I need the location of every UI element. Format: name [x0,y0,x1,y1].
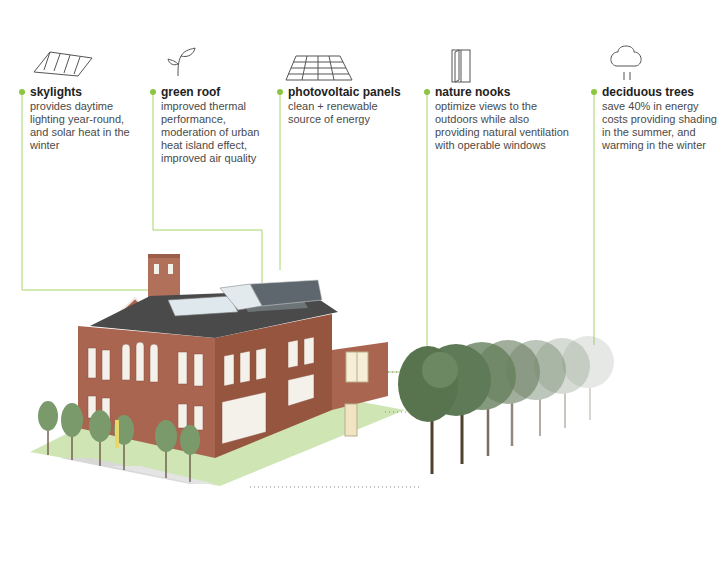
tree-row [398,346,458,422]
windows [240,351,250,383]
windows [178,404,187,428]
building [78,326,215,458]
front-trees [38,401,200,455]
leader-line [372,92,427,372]
windows [150,344,158,382]
tower [168,264,173,274]
callout-body: improved thermal performance, moderation… [161,100,269,165]
tree-row [422,352,458,388]
skylight-icon [64,55,70,73]
front-trees [61,403,83,437]
window-icon [455,50,459,82]
windows [222,392,266,444]
tree-icon [611,46,641,80]
callout-heading: green roof [161,85,220,99]
windows [88,337,314,444]
skylight-icon [34,52,92,76]
windows [288,340,298,368]
nature-nook [346,352,368,382]
callout-heading: deciduous trees [602,85,694,99]
tower [148,254,180,258]
callout-dot [150,89,156,95]
front-trees [71,436,72,460]
front-trees [155,420,177,452]
callout-dot [277,89,283,95]
lawn [60,458,215,484]
front-trees [38,401,58,431]
callout-heading: nature nooks [435,85,510,99]
windows [122,344,130,380]
tree-icon [611,46,641,80]
building [332,342,388,410]
windows [88,348,96,378]
windows [256,348,266,380]
callout-body: provides daytime lighting year-round, an… [30,100,130,152]
dotted-guide [250,487,420,488]
floating-pv-panel [250,280,322,306]
windows [102,350,110,380]
nature-nook [345,404,357,436]
front-trees [180,425,200,455]
tree-row [398,346,458,474]
skylight-icon [34,52,92,76]
front-trees [99,440,100,466]
pv-icon [286,56,352,80]
callout-dot [424,89,430,95]
windows [178,352,187,384]
skylight-icon [74,57,80,74]
windows [224,354,234,386]
skylight-icon [54,54,60,71]
window-icon [461,50,462,82]
pv-icon [302,56,307,80]
pv-icon [329,56,334,80]
pv-icon [286,56,352,80]
building [215,314,332,458]
front-trees [165,450,166,478]
leader-line [594,92,595,345]
skylight-icon [44,52,50,70]
front-trees [115,420,119,448]
building [168,296,238,316]
callout-body: optimize views to the outdoors while als… [435,100,575,152]
callout-dot [19,89,25,95]
plant-icon [168,59,178,65]
leader-line [280,92,281,270]
window-icon [452,50,470,82]
tree-row [398,336,614,474]
plant-icon [168,48,195,76]
callout-heading: skylights [30,85,82,99]
nature-nook [357,352,358,382]
lawn [110,466,215,484]
window-icon [452,50,470,82]
front-trees [89,410,111,442]
front-trees [189,454,190,482]
pv-icon [318,56,319,80]
nature-nook [345,352,368,436]
front-trees [38,401,200,482]
front-trees [123,444,124,470]
plant-icon [178,56,181,76]
floating-pv-panel [220,280,322,310]
leader-line [22,92,150,290]
windows [288,374,314,406]
floating-pv-panel [220,284,262,310]
building [78,290,388,458]
callout-heading: photovoltaic panels [288,85,401,99]
callout-body: clean + renewable source of energy [288,100,406,126]
tower [154,264,159,274]
windows [136,342,144,381]
plant-icon [181,48,195,57]
windows [304,337,314,365]
windows [194,406,203,430]
windows [194,354,203,386]
callout-dot [591,89,597,95]
front-trees [47,430,48,455]
callout-body: save 40% in energy costs providing shadi… [602,100,720,152]
